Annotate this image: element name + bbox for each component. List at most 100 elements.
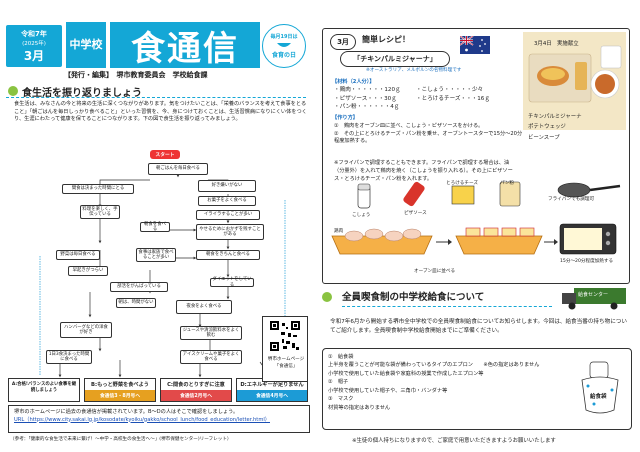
flow-box: アイスクリームや菓子をよく食べる (180, 350, 242, 364)
ingredient: ・鶏肉・・・・・・120ｇ (334, 87, 401, 93)
ingredients-title: 【材料（2人分）】 (332, 79, 375, 85)
label-oven-plate: オーブン皿に並べる (414, 269, 456, 274)
food-day-seal: 毎月19日は 食育の日 (262, 24, 306, 68)
era-year: 令和7年 (21, 29, 47, 38)
result-title: B:もっと野菜を食べよう (91, 382, 149, 388)
result-link: 食通信3・8月号へ (85, 390, 155, 401)
australia-flag-icon (459, 35, 490, 54)
flow-box: 朝食を食べる (140, 222, 170, 232)
flow-box: 早起きがつらい (68, 266, 108, 276)
result-title: C:間食のとりすぎに注意 (167, 382, 225, 388)
school-type: 中学校 (66, 22, 106, 68)
truck-icon: 給食センター (560, 286, 628, 312)
label-cheese: とろけるチーズ (446, 181, 478, 186)
result-title: D:エネルギーが足りません (240, 382, 304, 388)
flow-box: イライラすることが多い (196, 210, 260, 220)
item: ② 帽子 (328, 379, 349, 386)
bowl-icon (277, 43, 291, 47)
section-heading-diet-review: 食生活を振り返りましょう (6, 84, 306, 99)
label-panko: パン粉 (500, 181, 515, 186)
step: ① 鶏肉をオーブン皿に並べ、こしょう・ピザソースをかける。 (334, 123, 484, 129)
cooking-illustration (331, 181, 621, 255)
flow-box: 部活をがんばっている (110, 282, 168, 292)
flow-box: ダイエットをしている (210, 277, 254, 288)
truck-label: 給食センター (578, 292, 609, 298)
flow-box: お菓子をよく食べる (198, 196, 256, 206)
section-heading-school-lunch: 全員喫食制の中学校給食について (322, 289, 632, 307)
footnote: ※生徒の個人持ちになりますので、ご家庭で用意いただきますようお願いいたします (352, 438, 556, 444)
item: 材質等の指定はありません (328, 404, 391, 411)
section-title: 全員喫食制の中学校給食について (342, 292, 485, 303)
flow-box: 夜食をよく食べる (176, 300, 232, 314)
homepage-text: 堺市のホームページに過去の食通信が掲載されています。B～Dの人はそこで確認をしま… (14, 409, 239, 415)
qr-code-icon (270, 321, 300, 351)
items-list: ① 給食袋 上半身を覆うことが可能な袋が備わっているタイプのエプロン ※色の指定… (328, 353, 558, 412)
qr-code-panel[interactable]: 堺市ホームページ 「食通信」 (262, 316, 308, 382)
menu-item: ポテトウェッジ (528, 124, 566, 131)
bullet-icon (8, 86, 18, 96)
dish-name: 「チキンパルミジャーナ」 (340, 51, 450, 67)
steps-list: ① 鶏肉をオーブン皿に並べ、こしょう・ピザソースをかける。 ② その上にとろける… (334, 123, 524, 146)
menu-item: ビーンスープ (528, 134, 560, 141)
flow-box: 野菜は毎日食べる (56, 250, 100, 260)
page-title: 食通信 (110, 22, 260, 69)
flow-box: 朝ごはんを毎日食べる (148, 163, 208, 175)
flow-box: 間食は決まった時間にとる (62, 184, 134, 194)
dish-origin: ※オーストラリア、メルボルンの名物料理です (366, 68, 462, 73)
item: 小学校で使用していた帽子や、三角巾・バンダナ等 (328, 387, 448, 394)
label-pepper: こしょう (352, 213, 371, 218)
flow-box: ハンバーグなどの洋食が好き (60, 322, 112, 338)
ingredients-list-right: ・こしょう・・・・・少々 ・とろけるチーズ・・・16ｇ (416, 86, 490, 103)
qr-caption-bottom: 「食通信」 (274, 364, 298, 369)
label-pizza-sauce: ピザソース (404, 211, 427, 216)
source-note: （参考：「健康的な食生活で未来に繋げ！～中学・高校生の食生活へ～」(堺市保健セン… (10, 437, 232, 442)
western-year: (2025年) (22, 40, 46, 47)
menu-item: チキンパルミジャーナ (528, 114, 582, 120)
lunch-photo (523, 32, 626, 130)
step: ② その上にとろけるチーズ・パン粉を乗せ、オーブントースターで15分～20分程度… (334, 130, 523, 145)
recipe-label: 簡単レシピ！ (362, 35, 410, 44)
photo-title: 3月4日 実施献立 (534, 41, 579, 47)
result-c: C:間食のとりすぎに注意 食通信2月号へ (160, 378, 232, 402)
homepage-info-box: 堺市のホームページに過去の食通信が掲載されています。B～Dの人はそこで確認をしま… (8, 405, 310, 433)
result-a: A:合格!バランスのよい食事を継続しましょう (8, 378, 80, 402)
ingredient: ・パン粉・・・・・・4ｇ (334, 104, 400, 111)
qr-caption-top: 堺市ホームページ (267, 357, 305, 362)
seal-bottom-text: 食育の日 (271, 52, 296, 59)
homepage-url-link[interactable]: URL（https://www.city.sakai.lg.jp/kosodat… (14, 416, 270, 423)
publisher: 【発行・編集】 堺市教育委員会 学校給食課 (64, 71, 208, 79)
result-link: 食通信2月号へ (161, 390, 231, 401)
result-link: 食通信4月号へ (237, 390, 307, 401)
result-title: A:合格!バランスのよい食事を継続しましょう (11, 382, 77, 393)
label-frypan: フライパンでも調理可 (548, 197, 595, 202)
bag-label: 給食袋 (590, 394, 607, 400)
flow-box: 料理を楽しく、手伝っている (80, 205, 120, 219)
label-chicken: 鶏肉 (334, 229, 344, 234)
lunch-bag-icon: 給食袋 (574, 360, 626, 418)
ingredients-list-left: ・鶏肉・・・・・・120ｇ ・ピザソース・・・30ｇ ・パン粉・・・・・・4ｇ (334, 86, 401, 112)
flow-box: 朝は、時間がない (116, 298, 156, 308)
frypan-note: ※フライパンで調理することもできます。フライパンで調理する場合は、油（分量外）を… (334, 160, 513, 182)
item: ③ マスク (328, 396, 354, 403)
recipe-month-badge: 3月 (330, 34, 356, 50)
result-b: B:もっと野菜を食べよう 食通信3・8月号へ (84, 378, 156, 402)
item: 小学校で使用していた給食袋や家庭科の授業で作成したエプロン等 (328, 370, 484, 377)
label-toaster: 15分～20分程度加熱する (560, 259, 614, 264)
issue-date-box: 令和7年 (2025年) 3月 (6, 25, 62, 67)
school-lunch-text: 令和7年6月から開始する堺市全中学校での全員喫食制給食についてお知らせします。今… (330, 319, 627, 334)
flow-box: ジュースや清涼飲料水をよく飲む (180, 326, 242, 340)
steps-title: 【作り方】 (332, 115, 358, 121)
menu-list: チキンパルミジャーナ ポテトウェッジ ビーンスープ (528, 112, 581, 143)
ingredient: ・ピザソース・・・30ｇ (334, 95, 397, 102)
intro-text: 食生活は、みなさんの今と将来の生活に深くつながりがあります。気をつけたいことは、… (14, 101, 307, 123)
flow-box: 1日3食決まった時間に食べる (46, 350, 92, 364)
bullet-icon (322, 292, 332, 302)
issue-month: 3月 (23, 48, 45, 63)
section-title: 食生活を振り返りましょう (22, 88, 142, 99)
ingredient: ・とろけるチーズ・・・16ｇ (416, 95, 490, 102)
flow-box: 食事は家族で食べることが多い (136, 248, 176, 262)
ingredient: ・こしょう・・・・・少々 (416, 87, 484, 93)
seal-top-text: 毎月19日は (270, 34, 298, 40)
items-box (322, 348, 632, 430)
item: 上半身を覆うことが可能な袋が備わっているタイプのエプロン ※色の指定はありません (328, 362, 540, 369)
